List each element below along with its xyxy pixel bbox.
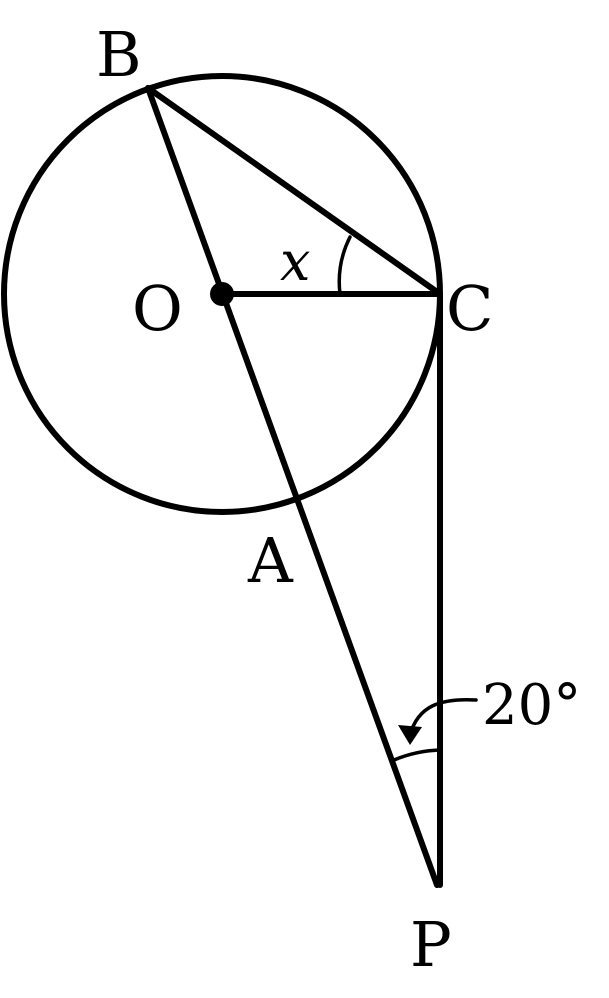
angle-p-arc <box>392 748 442 762</box>
angle-p-arrowhead <box>398 725 422 745</box>
label-a: A <box>247 524 294 597</box>
segment-bc <box>145 85 443 297</box>
label-b: B <box>96 18 142 91</box>
segment-bp <box>145 85 440 888</box>
angle-x-arc <box>337 235 352 296</box>
label-c: C <box>446 272 493 345</box>
label-angle-20: 20° <box>482 673 581 738</box>
label-angle-x: x <box>280 230 310 293</box>
label-o: O <box>132 272 183 345</box>
center-point-o <box>210 282 234 306</box>
label-p: P <box>410 908 452 981</box>
